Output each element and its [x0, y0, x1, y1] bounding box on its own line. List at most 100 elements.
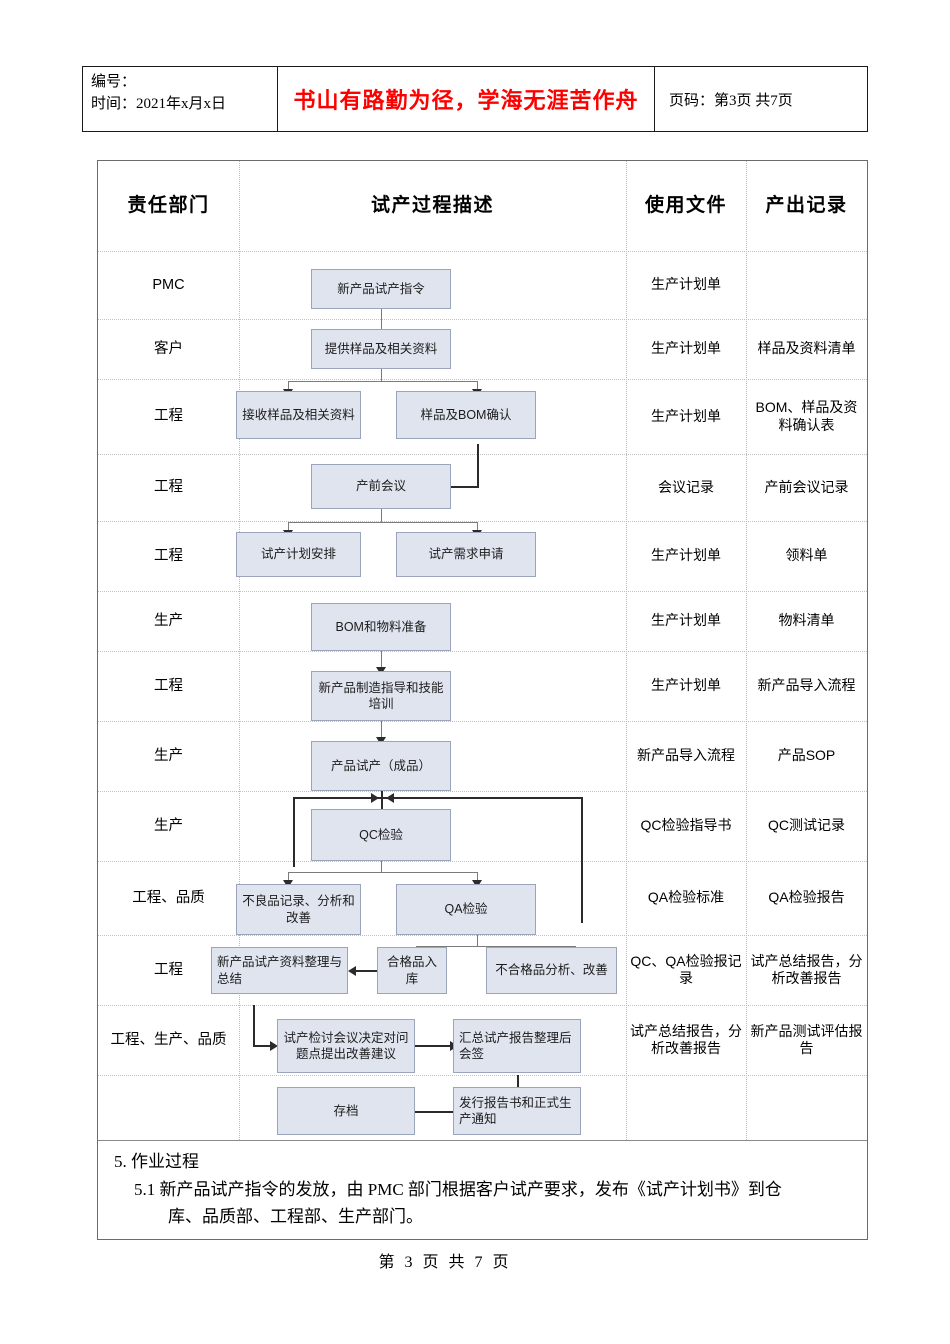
flow-box-provide-sample-and-materials[interactable]: 提供样品及相关资料 [311, 329, 451, 369]
body-line-heading: 5. 作业过程 [114, 1152, 199, 1171]
table-cell-dept-4: 工程 [154, 547, 183, 564]
table-cell-doc-1: 生产计划单 [651, 340, 721, 357]
table-cell-doc-6: 生产计划单 [651, 677, 721, 694]
table-cell-dept-10: 工程 [154, 961, 183, 978]
connector-b14-right [253, 1045, 273, 1047]
header-number-label: 编号： [91, 74, 137, 90]
flow-box-qc-inspection[interactable]: QC检验 [311, 809, 451, 861]
body-line-clause-51: 5.1 新产品试产指令的发放，由 PMC 部门根据客户试产要求，发布《试产计划书… [134, 1179, 782, 1199]
column-header-process: 试产过程描述 [370, 195, 494, 217]
connector-b2-bus [288, 381, 478, 382]
flow-box-summarize-trial-report-countersign[interactable]: 汇总试产报告整理后会签 [453, 1019, 581, 1073]
table-cell-dept-11: 工程、生产、品质 [110, 1031, 227, 1048]
table-cell-doc-9: QA检验标准 [647, 889, 725, 906]
connector-b2-drop-right [477, 381, 478, 391]
connector-b14-down [253, 1005, 255, 1047]
table-cell-record-0 [746, 251, 867, 319]
connector-b11-drop-left [288, 872, 289, 882]
arrowhead-to-b17 [270, 1041, 278, 1051]
connector-b5-bus [288, 522, 478, 523]
flow-box-new-product-trial-order[interactable]: 新产品试产指令 [311, 269, 451, 309]
table-cell-doc-8: QC检验指导书 [640, 817, 732, 834]
table-cell-dept-9: 工程、品质 [132, 889, 205, 906]
arrowhead-loop-right [371, 793, 379, 803]
flow-box-qualified-goods-warehousing[interactable]: 合格品入库 [377, 947, 447, 994]
connector-b5-stem [381, 509, 382, 523]
flow-box-pre-production-meeting[interactable]: 产前会议 [311, 464, 451, 509]
table-cell-doc-2: 生产计划单 [651, 407, 721, 424]
column-header-doc: 使用文件 [644, 195, 727, 217]
header-motto: 书山有路勤为径，学海无涯苦作舟 [278, 67, 655, 131]
table-cell-dept-8: 生产 [154, 817, 183, 834]
connector-to-b11 [381, 799, 383, 809]
flow-box-issue-report-and-production-notice[interactable]: 发行报告书和正式生产通知 [453, 1087, 581, 1135]
table-cell-doc-10: QC、QA检验报记录 [630, 952, 742, 987]
document-content-frame: 责任部门 试产过程描述 使用文件 产出记录 PMC 客户 工程 工程 工程 生产… [97, 160, 868, 1240]
table-cell-record-5: 物料清单 [778, 612, 835, 629]
table-cell-doc-7: 新产品导入流程 [637, 747, 735, 764]
connector-b2-drop-left [288, 381, 289, 391]
connector-b5-drop-left [288, 522, 289, 532]
row-separator-4 [98, 521, 867, 522]
flow-box-bom-and-material-prep[interactable]: BOM和物料准备 [311, 603, 451, 651]
row-separator-2 [98, 379, 867, 380]
table-cell-doc-0: 生产计划单 [651, 276, 721, 293]
flow-box-defect-record-analysis-improvement[interactable]: 不良品记录、分析和改善 [236, 884, 361, 935]
row-separator-10 [98, 935, 867, 936]
table-cell-dept-7: 生产 [154, 747, 183, 764]
row-separator-12 [98, 1075, 867, 1076]
connector-b4-left [445, 486, 479, 488]
table-cell-record-4: 领料单 [785, 547, 828, 564]
flow-box-trial-data-compilation-summary[interactable]: 新产品试产资料整理与总结 [211, 947, 348, 994]
table-cell-doc-4: 生产计划单 [651, 547, 721, 564]
column-header-dept: 责任部门 [127, 195, 210, 217]
section-body-text: 5. 作业过程 5.1 新产品试产指令的发放，由 PMC 部门根据客户试产要求，… [98, 1142, 867, 1231]
row-separator-7 [98, 721, 867, 722]
table-cell-record-11: 新产品测试评估报告 [750, 1022, 863, 1057]
table-cell-record-8: QC测试记录 [768, 817, 845, 834]
table-cell-record-6: 新产品导入流程 [757, 677, 856, 694]
connector-b18-b20 [517, 1075, 519, 1091]
table-cell-doc-11: 试产总结报告，分析改善报告 [630, 1022, 742, 1057]
connector-b1-b2 [381, 309, 382, 331]
table-cell-dept-6: 工程 [154, 677, 183, 694]
flow-box-archive[interactable]: 存档 [277, 1087, 415, 1135]
flow-box-sample-bom-confirmation[interactable]: 样品及BOM确认 [396, 391, 536, 439]
table-cell-dept-1: 客户 [154, 340, 183, 357]
document-header-banner: 编号： 时间：2021年x月x日 书山有路勤为径，学海无涯苦作舟 页码：第3页 … [82, 66, 868, 132]
connector-qc-loop-left-riser [293, 797, 295, 867]
connector-b11-bus [288, 872, 478, 873]
flow-box-nonconforming-analysis-improvement[interactable]: 不合格品分析、改善 [486, 947, 617, 994]
row-separator-5 [98, 591, 867, 592]
header-page-info: 页码：第3页 共7页 [669, 92, 793, 109]
page-footer: 第 3 页 共 7 页 [378, 1254, 512, 1271]
table-cell-record-10: 试产总结报告，分析改善报告 [750, 952, 863, 987]
process-flow-table: 责任部门 试产过程描述 使用文件 产出记录 PMC 客户 工程 工程 工程 生产… [98, 161, 867, 1141]
table-cell-dept-5: 生产 [154, 612, 183, 629]
flow-box-product-trial-production[interactable]: 产品试产（成品） [311, 741, 451, 791]
row-separator-11 [98, 1005, 867, 1006]
table-cell-record-3: 产前会议记录 [764, 478, 849, 495]
connector-b13-stem [477, 935, 478, 947]
flow-box-trial-production-request[interactable]: 试产需求申请 [396, 532, 536, 577]
table-cell-dept-2: 工程 [154, 408, 183, 425]
table-cell-dept-12 [98, 1075, 239, 1141]
column-separator-3 [746, 161, 747, 1140]
flow-box-trial-production-plan[interactable]: 试产计划安排 [236, 532, 361, 577]
connector-b5-drop-right [477, 522, 478, 532]
header-meta-block: 编号： 时间：2021年x月x日 [83, 67, 278, 131]
header-time-label: 时间：2021年x月x日 [91, 95, 227, 112]
connector-qc-loop-bus [293, 797, 583, 799]
flow-box-manufacturing-guidance-training[interactable]: 新产品制造指导和技能培训 [311, 671, 451, 721]
connector-b2-stem [381, 369, 382, 381]
table-cell-doc-5: 生产计划单 [651, 612, 721, 629]
row-separator-9 [98, 861, 867, 862]
flow-box-qa-inspection[interactable]: QA检验 [396, 884, 536, 935]
flow-box-receive-sample-and-materials[interactable]: 接收样品及相关资料 [236, 391, 361, 439]
connector-b17-b18 [415, 1045, 453, 1047]
flow-box-trial-review-meeting-improvement[interactable]: 试产检讨会议决定对问题点提出改善建议 [277, 1019, 415, 1073]
body-line-clause-51-cont: 库、品质部、工程部、生产部门。 [168, 1207, 423, 1227]
connector-qc-loop-right-riser [581, 797, 583, 923]
connector-b20-b19 [413, 1111, 458, 1113]
table-cell-record-2: BOM、样品及资料确认表 [755, 399, 858, 433]
